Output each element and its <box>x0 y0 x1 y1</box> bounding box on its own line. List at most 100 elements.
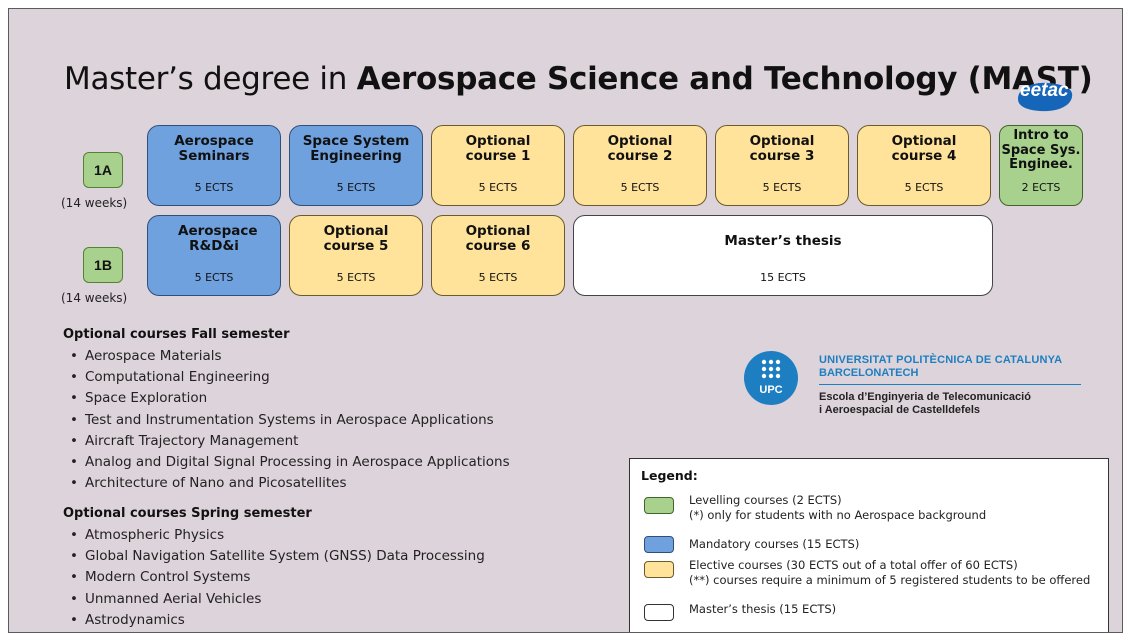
list-item: • Astrodynamics <box>65 610 485 631</box>
course-ects: 5 ECTS <box>904 181 944 194</box>
course-ects: 5 ECTS <box>336 181 376 194</box>
semester-label-1b: 1B <box>94 257 112 273</box>
upc-school-line1: Escola d’Enginyeria de Telecomunicació <box>819 391 1031 403</box>
page-title: Master’s degree in Aerospace Science and… <box>64 61 1093 97</box>
list-item: • Aircraft Trajectory Management <box>65 431 510 452</box>
course-ects: 5 ECTS <box>194 181 234 194</box>
list-item-text: Atmospheric Physics <box>85 527 225 543</box>
course-name: Optional course 2 <box>607 133 673 164</box>
upc-school-line2: i Aeroespacial de Castelldefels <box>819 404 980 416</box>
course-name: Intro to Space Sys. Enginee. <box>1001 128 1081 172</box>
course-name: Master’s thesis <box>724 233 842 249</box>
course-optional-2: Optional course 2 5 ECTS <box>573 125 707 206</box>
legend-title: Legend: <box>641 468 698 483</box>
list-item: • Unmanned Aerial Vehicles <box>65 589 485 610</box>
course-name: Optional course 6 <box>465 223 531 254</box>
fall-course-list: • Aerospace Materials • Computational Engi… <box>65 346 510 494</box>
course-ects: 5 ECTS <box>620 181 660 194</box>
list-item-text: Architecture of Nano and Picosatellites <box>85 475 347 492</box>
course-masters-thesis: Master’s thesis 15 ECTS <box>573 215 993 296</box>
list-item: •Global Navigation Satellite System (GNS… <box>65 546 485 567</box>
list-item: •Architecture of Nano and Picosatellites <box>65 473 510 494</box>
slide: Master’s degree in Aerospace Science and… <box>8 8 1123 633</box>
semester-weeks-1a: (14 weeks) <box>61 196 128 210</box>
legend-text-mandatory: Mandatory courses (15 ECTS) <box>689 537 859 552</box>
eetac-logo <box>1014 79 1076 115</box>
legend-line: (*) only for students with no Aerospace … <box>689 508 987 522</box>
list-item-text: Astrodynamics <box>85 611 185 628</box>
title-bold: Aerospace Science and Technology (MAST) <box>356 61 1093 97</box>
course-ects: 15 ECTS <box>760 271 806 284</box>
course-ects: 5 ECTS <box>762 181 802 194</box>
course-aerospace-rdi: Aerospace R&D&i 5 ECTS <box>147 215 281 296</box>
bullet: • <box>70 590 78 607</box>
semester-label-1a: 1A <box>94 162 112 178</box>
course-name: Optional course 4 <box>891 133 957 164</box>
legend-text-elective: Elective courses (30 ECTS out of a total… <box>689 558 1090 588</box>
list-item: • Test and Instrumentation Systems in Aer… <box>65 410 510 431</box>
semester-badge-1a: 1A <box>83 152 123 188</box>
course-ects: 5 ECTS <box>478 181 518 194</box>
course-ects: 5 ECTS <box>336 271 376 284</box>
course-space-system-engineering: Space System Engineering 5 ECTS <box>289 125 423 206</box>
course-name: Optional course 1 <box>465 133 531 164</box>
course-ects: 5 ECTS <box>194 271 234 284</box>
upc-name-line2: BARCELONATECH <box>819 367 919 379</box>
eetac-logo-text: eetac <box>1020 80 1069 101</box>
upc-name-line1: UNIVERSITAT POLITÈCNICA DE CATALUNYA <box>819 354 1063 366</box>
bullet: • <box>70 390 78 407</box>
bullet: • <box>70 348 78 364</box>
list-item-text: Modern Control Systems <box>85 569 251 586</box>
list-item: •Atmospheric Physics <box>65 525 485 546</box>
course-optional-6: Optional course 6 5 ECTS <box>431 215 565 296</box>
course-name: Aerospace Seminars <box>174 133 254 164</box>
course-name: Optional course 3 <box>749 133 815 164</box>
list-item-text: Test and Instrumentation Systems in Aero… <box>85 411 494 428</box>
list-item-text: Computational Engineering <box>85 369 270 386</box>
course-optional-3: Optional course 3 5 ECTS <box>715 125 849 206</box>
legend-swatch-elective <box>644 561 674 578</box>
list-item: •Modern Control Systems <box>65 567 485 588</box>
legend-line: Elective courses (30 ECTS out of a total… <box>689 558 1018 572</box>
upc-dots-icon <box>761 359 781 379</box>
legend-line: (**) courses require a minimum of 5 regi… <box>689 573 1091 587</box>
legend-line: Master’s thesis (15 ECTS) <box>689 602 837 616</box>
legend-text-levelling: Levelling courses (2 ECTS)(*) only for s… <box>689 493 986 523</box>
list-item: • Computational Engineering <box>65 367 510 388</box>
bullet: • <box>70 369 78 386</box>
bullet: • <box>70 411 78 428</box>
bullet: • <box>70 454 78 471</box>
upc-divider <box>819 384 1081 385</box>
legend-swatch-levelling <box>644 497 674 514</box>
course-optional-1: Optional course 1 5 ECTS <box>431 125 565 206</box>
fall-heading: Optional courses Fall semester <box>63 327 290 342</box>
legend-text-thesis: Master’s thesis (15 ECTS) <box>689 602 836 617</box>
legend-swatch-mandatory <box>644 536 674 553</box>
semester-badge-1b: 1B <box>83 247 123 283</box>
course-ects: 2 ECTS <box>1021 181 1061 194</box>
semester-weeks-1b: (14 weeks) <box>61 291 128 305</box>
list-item-text: Space Exploration <box>85 390 208 407</box>
course-aerospace-seminars: Aerospace Seminars 5 ECTS <box>147 125 281 206</box>
list-item: • Space Exploration <box>65 388 510 409</box>
bullet: • <box>70 611 78 628</box>
list-item-text: Aerospace Materials <box>85 348 222 364</box>
title-prefix: Master’s degree in <box>64 61 357 97</box>
list-item-text: Analog and Digital Signal Processing in … <box>85 454 510 471</box>
eetac-logo-shape <box>1018 82 1073 112</box>
list-item: • Analog and Digital Signal Processing in… <box>65 452 510 473</box>
course-optional-4: Optional course 4 5 ECTS <box>857 125 991 206</box>
spring-course-list: •Atmospheric Physics •Global Navigation … <box>65 525 485 631</box>
legend-line: Levelling courses (2 ECTS) <box>689 493 842 507</box>
list-item-text: Aircraft Trajectory Management <box>85 432 299 449</box>
legend-swatch-thesis <box>644 604 674 621</box>
list-item-text: Global Navigation Satellite System (GNSS… <box>85 548 485 565</box>
course-ects: 5 ECTS <box>478 271 518 284</box>
upc-badge-text: UPC <box>759 384 783 396</box>
list-item-text: Unmanned Aerial Vehicles <box>85 590 262 607</box>
bullet: • <box>70 432 78 449</box>
course-name: Aerospace R&D&i <box>178 223 258 254</box>
course-name: Optional course 5 <box>323 223 389 254</box>
course-intro-space-sys: Intro to Space Sys. Enginee. 2 ECTS <box>999 125 1083 206</box>
course-name: Space System Engineering <box>302 133 410 164</box>
